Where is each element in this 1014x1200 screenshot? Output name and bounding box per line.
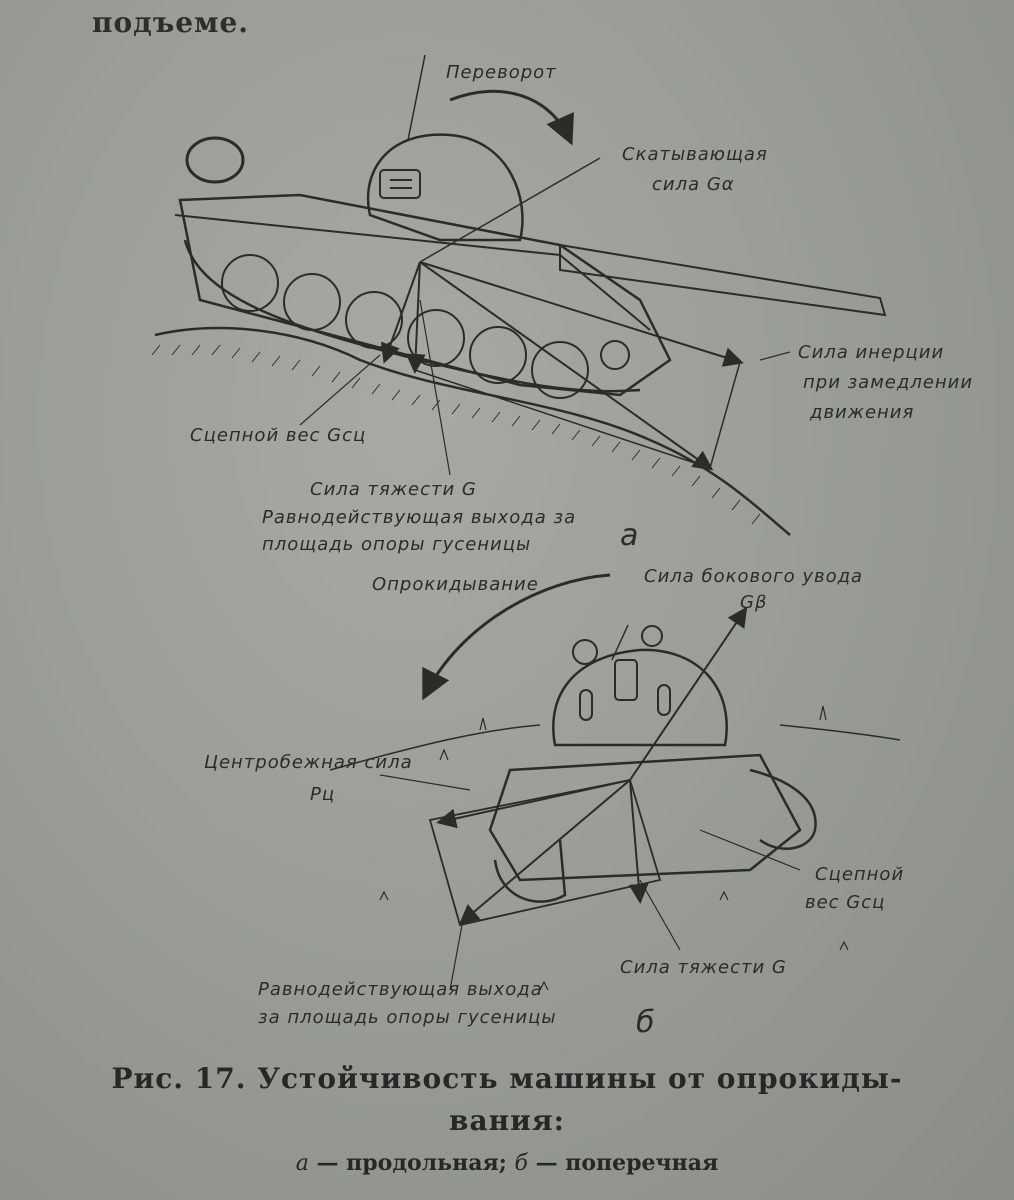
road-wheel (407, 309, 465, 367)
tank-a-turret (366, 133, 524, 242)
label-centrifugal-2: Pц (310, 784, 335, 805)
label-gravity: Сила тяжести G (310, 479, 477, 500)
antenna (407, 54, 426, 141)
label-rolling-force-2: сила Gα (652, 174, 735, 195)
figure-caption-sub: а — продольная; б — поперечная (0, 1150, 1014, 1176)
label-centrifugal-1: Центробежная сила (204, 752, 413, 773)
road-wheel (221, 254, 279, 312)
label-resultant-1: Равнодействующая выхода за (262, 507, 576, 528)
traction-weight-arrow (380, 261, 421, 364)
tank-a-gun (559, 243, 887, 317)
label-rolling-force-1: Скатывающая (622, 144, 768, 165)
caption-letter-a: а (295, 1151, 309, 1176)
tank-a-track (183, 239, 641, 393)
caption-text-a: — продольная; (308, 1150, 515, 1176)
gravity-arrow (405, 261, 426, 374)
label-traction-1: Сцепной (815, 864, 904, 885)
label-traction-weight: Сцепной вес Gсц (190, 425, 366, 446)
figure-a-drawing (151, 54, 887, 536)
tank-b-hull (488, 753, 802, 882)
road-wheel (531, 341, 589, 399)
tank-b-turret (552, 648, 728, 747)
rolling-force-arrow (419, 157, 601, 263)
caption-letter-b: б (514, 1151, 528, 1176)
figure-caption-line2: вания: (449, 1104, 565, 1137)
label-traction-2: вес Gсц (805, 892, 885, 913)
label-inertia-2: при замедлении (803, 372, 973, 393)
tank-a-hull (178, 193, 672, 397)
road-wheel (283, 273, 341, 331)
label-overturning: Опрокидывание (372, 574, 539, 595)
resultant-arrow-b (458, 779, 631, 925)
resultant-arrow (419, 261, 714, 471)
label-lateral-force-2: Gβ (740, 592, 767, 613)
caption-text-b: — поперечная (527, 1150, 719, 1176)
label-lateral-force-1: Сила бокового увода (644, 566, 863, 587)
label-rollover: Переворот (446, 62, 557, 83)
figure-b-letter: б (636, 1005, 656, 1040)
gravity-arrow-b (628, 779, 649, 904)
road-wheel (469, 326, 527, 384)
overturning-arrow (422, 573, 611, 701)
label-resultant-b-1: Равнодействующая выхода (258, 979, 543, 1000)
figure-a-letter: а (620, 518, 639, 553)
label-gravity-b: Сила тяжести G (620, 957, 787, 978)
lateral-force-arrow (629, 606, 748, 781)
drive-sprocket (600, 340, 630, 370)
terrain-horizon (329, 724, 901, 771)
figure-b-drawing (329, 573, 901, 991)
tank-b-track-left (493, 839, 567, 903)
label-resultant-b-2: за площадь опоры гусеницы (258, 1007, 557, 1028)
label-inertia-3: движения (809, 402, 914, 423)
rollover-arrow (449, 89, 574, 146)
top-text-fragment: подъеме. (92, 6, 250, 39)
inertia-arrow (419, 261, 744, 367)
figure-caption-line1: Рис. 17. Устойчивость машины от опрокиды… (111, 1062, 903, 1095)
tank-b-track-right (749, 768, 817, 850)
centrifugal-arrow (436, 779, 631, 829)
label-resultant-2: площадь опоры гусеницы (262, 534, 531, 555)
label-inertia-1: Сила инерции (798, 342, 944, 363)
road-wheel (345, 291, 403, 349)
figure-17-illustration: Переворот Скатывающая сила Gα Сила инерц… (151, 54, 973, 1040)
force-parallelogram (428, 778, 662, 927)
